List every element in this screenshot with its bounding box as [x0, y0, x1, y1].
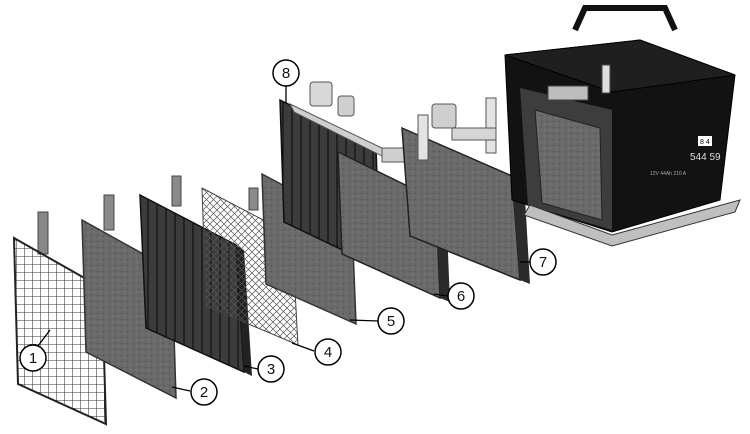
- battery-label-box: [698, 136, 712, 146]
- callout-label: 3: [267, 361, 275, 378]
- callout-label: 2: [200, 384, 208, 401]
- callout-label: 4: [324, 344, 332, 361]
- callout-6: 6: [447, 282, 475, 310]
- callout-2: 2: [190, 378, 218, 406]
- battery-label-top: 8 4: [700, 139, 710, 146]
- callout-circle: [314, 338, 342, 366]
- leader-lines: [37, 86, 530, 392]
- battery-case: 8 4 544 59 12V 44Ah 210 A: [504, 5, 741, 247]
- cell-element: [401, 97, 530, 284]
- callout-circle: [272, 59, 300, 87]
- callout-label: 5: [387, 313, 395, 330]
- callout-3: 3: [257, 355, 285, 383]
- callout-circle: [529, 248, 557, 276]
- callout-circle: [19, 344, 47, 372]
- callout-4: 4: [314, 338, 342, 366]
- callout-8: 8: [272, 59, 300, 87]
- battery-label-number: 544 59: [690, 152, 721, 163]
- callout-circle: [190, 378, 218, 406]
- callout-label: 7: [539, 254, 547, 271]
- callout-5: 5: [377, 307, 405, 335]
- battery-label-small: 12V 44Ah 210 A: [650, 171, 687, 177]
- callout-label: 1: [29, 350, 37, 367]
- callout-label: 6: [457, 288, 465, 305]
- callout-label: 8: [282, 65, 290, 82]
- callout-circle: [447, 282, 475, 310]
- callout-circle: [257, 355, 285, 383]
- callout-7: 7: [529, 248, 557, 276]
- callout-1: 1: [19, 344, 47, 372]
- grid-plate: [12, 211, 108, 426]
- callout-circle: [377, 307, 405, 335]
